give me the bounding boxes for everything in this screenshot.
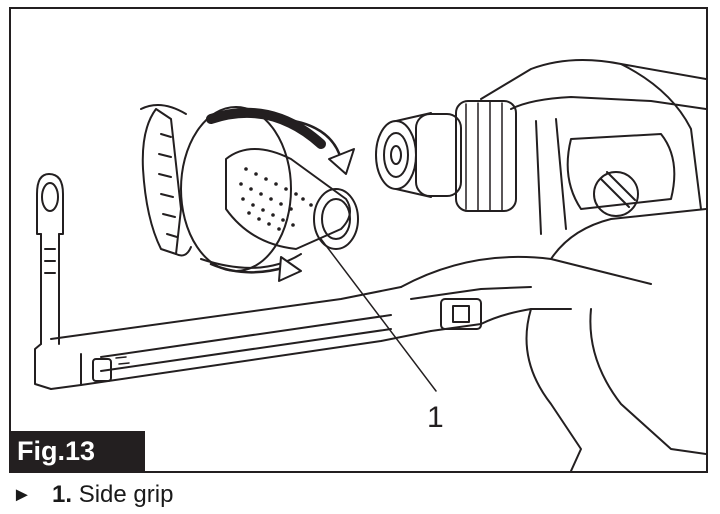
callout-leader-line	[320, 238, 437, 392]
rotation-arrows	[209, 117, 355, 282]
side-grip-band	[140, 104, 192, 257]
caption-arrow-icon: ►	[12, 484, 32, 506]
depth-gauge-rod	[34, 173, 64, 390]
callout-number: 1	[427, 401, 444, 434]
side-grip-handle	[180, 106, 359, 272]
caption-text: Side grip	[78, 481, 174, 508]
figure-label: Fig.13	[11, 431, 145, 471]
tool-body	[400, 59, 706, 471]
dust-extractor-bar	[50, 286, 432, 390]
tool-chuck	[375, 100, 517, 212]
tool-illustration	[34, 59, 706, 471]
figure-frame: 1 Fig.13	[9, 7, 708, 473]
caption-number: 1.	[52, 481, 73, 508]
caption: ► 1. Side grip	[12, 481, 173, 509]
